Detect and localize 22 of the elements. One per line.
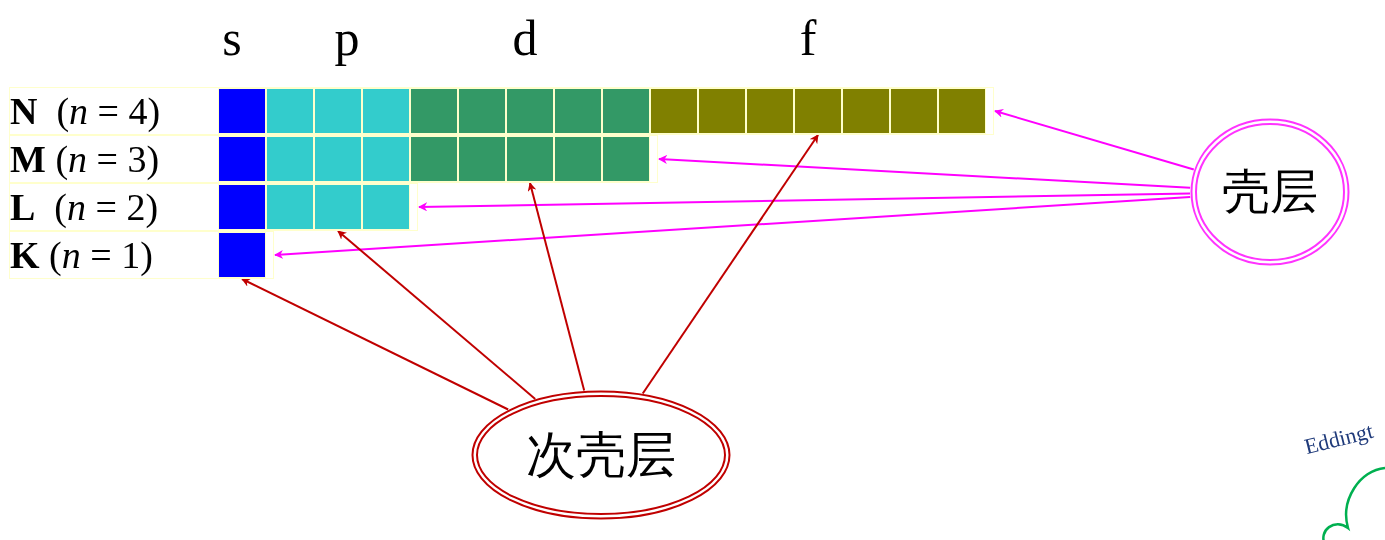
shell-row <box>9 231 274 279</box>
shell-label: M (n = 3) <box>10 140 161 178</box>
arrow <box>641 134 819 395</box>
arrow <box>274 196 1192 259</box>
arrow <box>658 154 1192 189</box>
subshell-letter: d <box>512 13 538 63</box>
arrow <box>527 182 586 392</box>
shell-label: K (n = 1) <box>10 236 154 274</box>
arrow <box>994 108 1195 171</box>
ellipse-label: 壳层 <box>1222 168 1318 216</box>
shell-row <box>9 135 658 183</box>
shell-row <box>9 183 418 231</box>
arrow <box>418 192 1191 212</box>
subshell-letter: f <box>799 13 817 63</box>
cut-off-text: Eddingt <box>1302 419 1376 459</box>
shell-label: N (n = 4) <box>10 92 162 130</box>
subshell-letter: s <box>222 13 242 63</box>
shell-row <box>9 87 994 135</box>
arrow <box>241 278 510 411</box>
shell-label: L (n = 2) <box>10 188 160 226</box>
arrow <box>337 230 537 400</box>
ellipse-label: 次壳层 <box>526 430 676 480</box>
